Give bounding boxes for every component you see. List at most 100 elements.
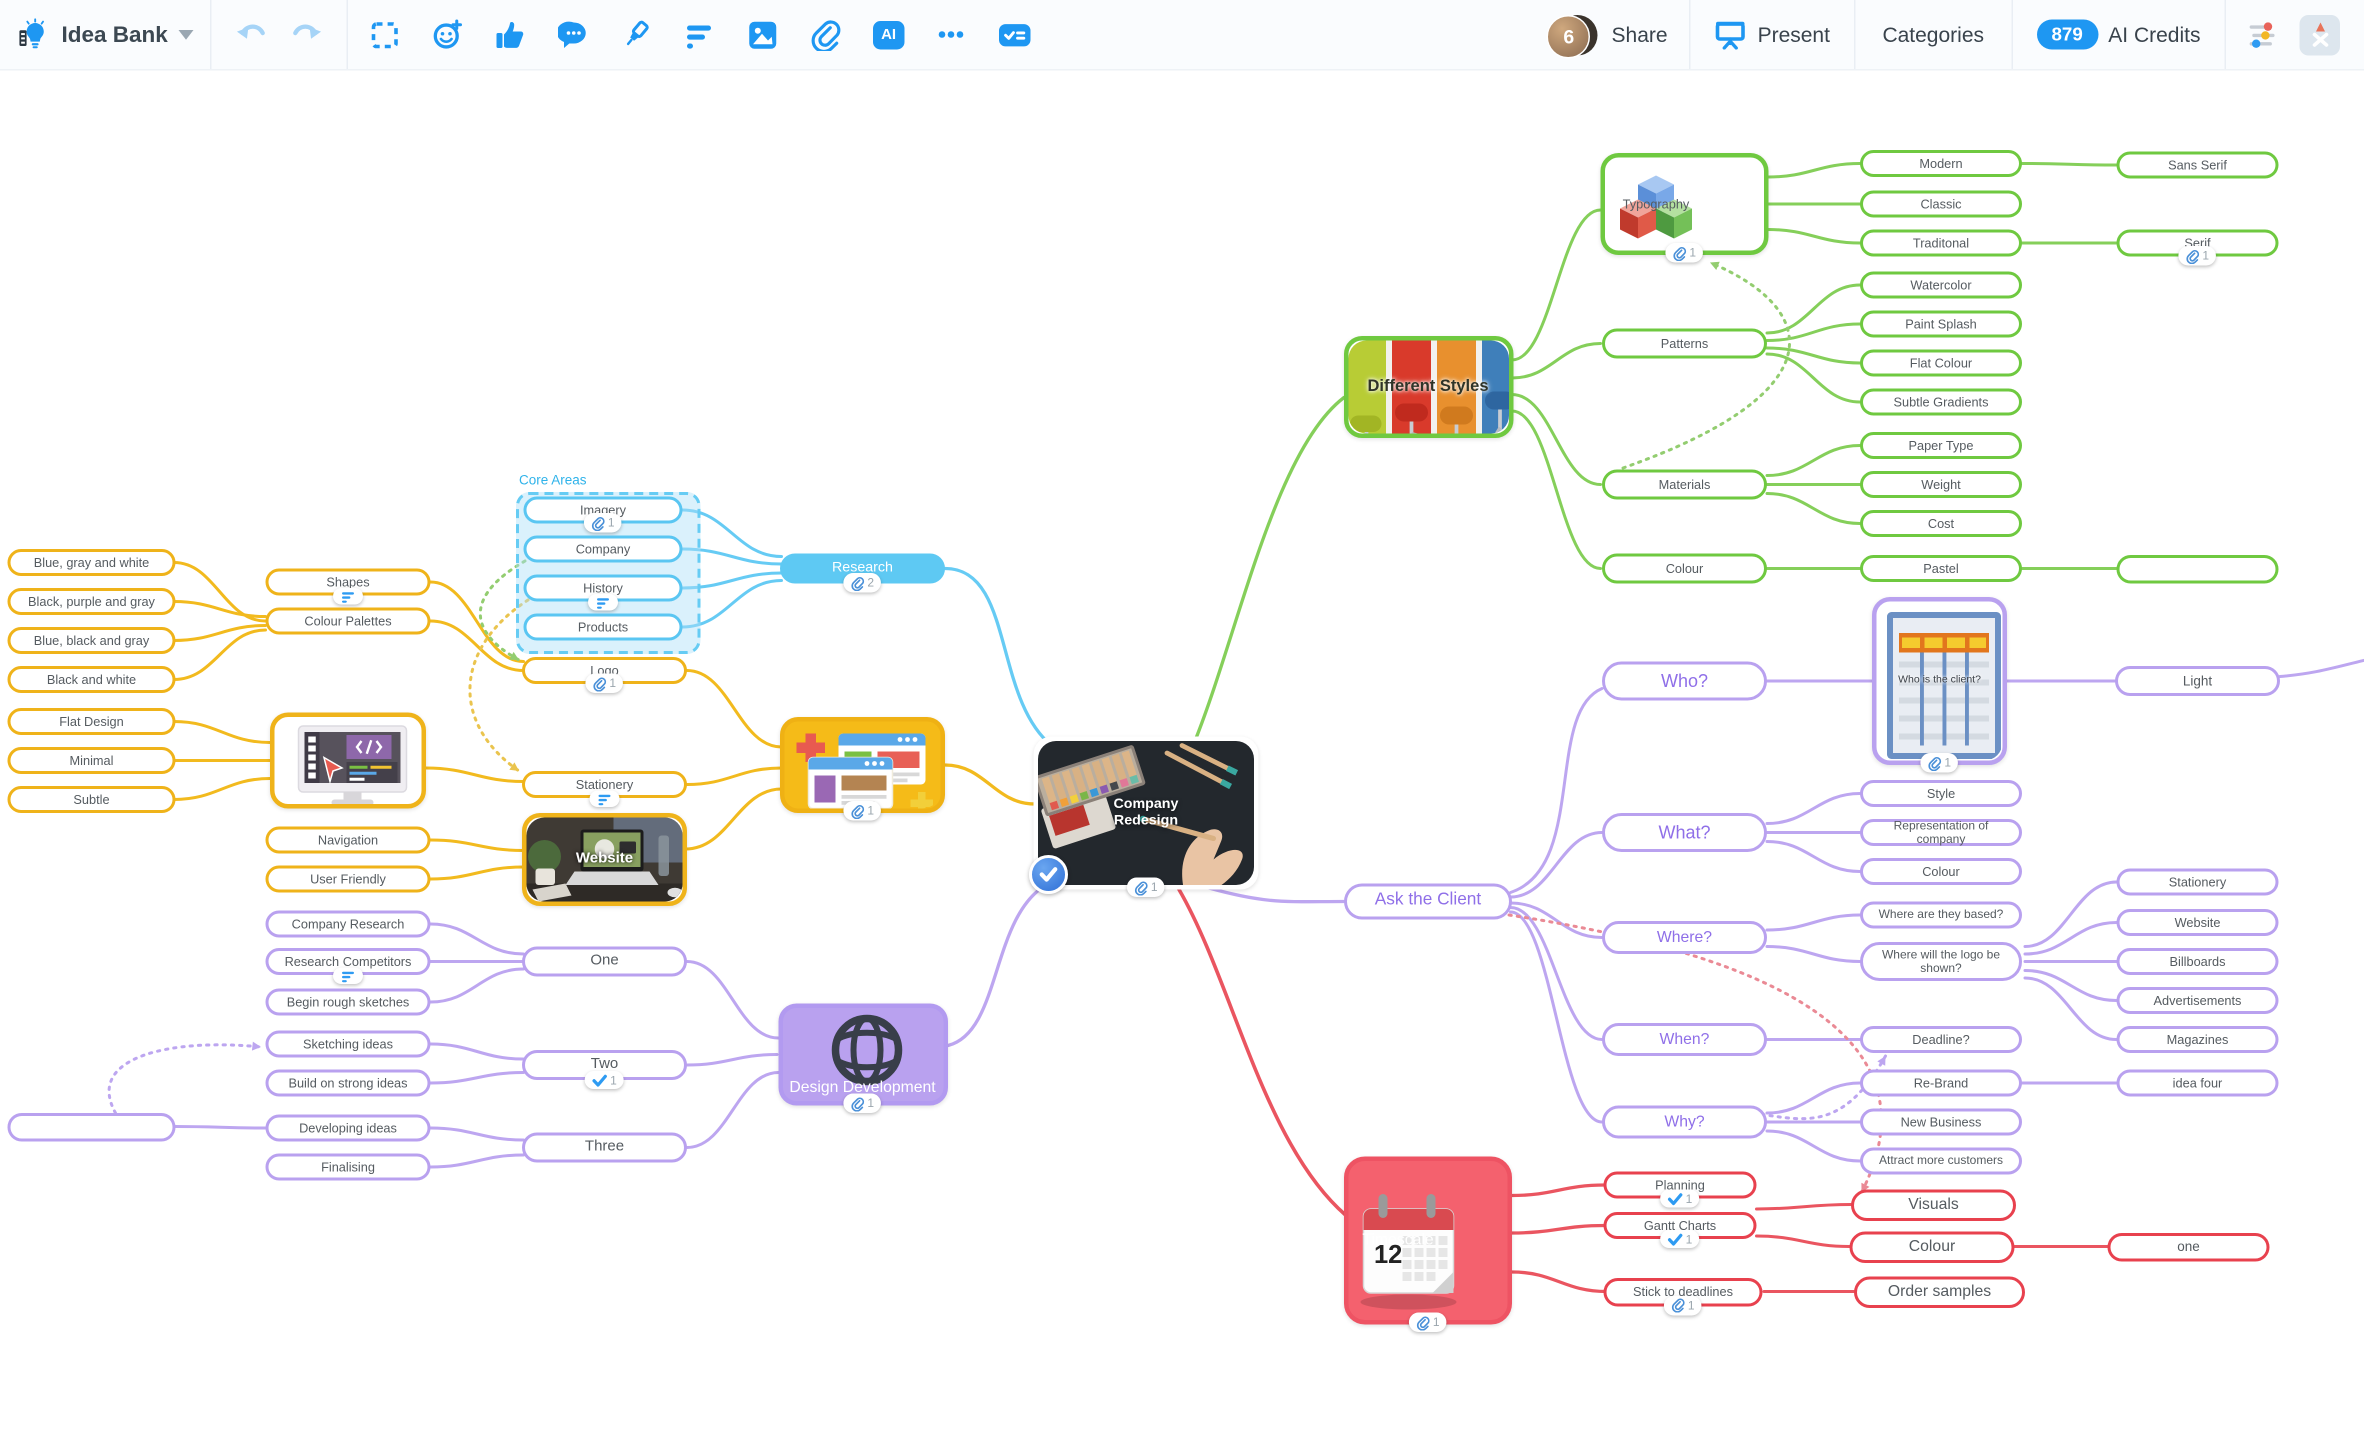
- node-company-research[interactable]: Company Research: [265, 910, 431, 938]
- node-paper-type[interactable]: Paper Type: [1860, 432, 2022, 459]
- node-badge-clip[interactable]: 1: [583, 513, 623, 533]
- node-website-image[interactable]: Website: [522, 813, 687, 906]
- node-badge-clip[interactable]: 1: [843, 801, 882, 821]
- node-watercolor[interactable]: Watercolor: [1860, 271, 2022, 299]
- node-when[interactable]: When?: [1602, 1023, 1767, 1056]
- node-traditonal[interactable]: Traditonal: [1860, 229, 2022, 257]
- node-subtle-gradients[interactable]: Subtle Gradients: [1860, 388, 2022, 416]
- node-badge-notes[interactable]: [589, 790, 620, 807]
- board-title[interactable]: Idea Bank: [61, 21, 168, 48]
- add-emoji-icon[interactable]: [432, 18, 464, 51]
- node-badge-clip[interactable]: 1: [1663, 1295, 1703, 1315]
- node-begin-rough-sketches[interactable]: Begin rough sketches: [265, 988, 431, 1016]
- node-order-samples[interactable]: Order samples: [1854, 1275, 2025, 1308]
- node-badge-clip[interactable]: 2: [843, 573, 882, 593]
- node-badge-check[interactable]: 1: [1660, 1189, 1700, 1208]
- node-pastel[interactable]: Pastel: [1860, 555, 2022, 582]
- comments-icon[interactable]: [557, 19, 590, 51]
- undo-button[interactable]: [235, 19, 267, 51]
- tasks-icon[interactable]: [998, 19, 1031, 51]
- node-advertisements[interactable]: Advertisements: [2116, 987, 2279, 1014]
- node-new-business[interactable]: New Business: [1860, 1108, 2022, 1136]
- node-one[interactable]: One: [522, 946, 687, 977]
- board-menu[interactable]: Idea Bank: [0, 0, 210, 69]
- ai-icon[interactable]: AI: [872, 20, 905, 49]
- node-colour-green[interactable]: Colour: [1602, 553, 1767, 584]
- node-developing-ideas[interactable]: Developing ideas: [265, 1114, 431, 1142]
- node-palette-blue-black-gray[interactable]: Blue, black and gray: [7, 627, 176, 654]
- node-who[interactable]: Who?: [1602, 661, 1767, 701]
- node-branding-image[interactable]: 1: [780, 717, 945, 821]
- node-visuals[interactable]: Visuals: [1851, 1188, 2016, 1221]
- node-attract-more-customers[interactable]: Attract more customers: [1860, 1147, 2022, 1175]
- node-build-on-strong-ideas[interactable]: Build on strong ideas: [265, 1069, 431, 1097]
- node-user-friendly[interactable]: User Friendly: [265, 865, 431, 893]
- node-badge-clip[interactable]: 1: [585, 673, 624, 693]
- present-button[interactable]: Present: [1690, 0, 1854, 69]
- format-painter-icon[interactable]: [621, 19, 653, 51]
- node-patterns[interactable]: Patterns: [1602, 328, 1767, 359]
- node-badge-check[interactable]: 1: [584, 1071, 625, 1089]
- completed-check-icon[interactable]: [1029, 855, 1068, 894]
- node-colour-palettes[interactable]: Colour Palettes: [265, 607, 431, 635]
- node-colour-what[interactable]: Colour: [1860, 858, 2022, 885]
- node-magazines[interactable]: Magazines: [2116, 1026, 2279, 1053]
- thumbs-up-icon[interactable]: [495, 19, 527, 51]
- node-history[interactable]: History: [523, 574, 683, 611]
- node-empty-purple[interactable]: [7, 1112, 176, 1141]
- redo-button[interactable]: [291, 19, 323, 51]
- node-sketching-ideas[interactable]: Sketching ideas: [265, 1030, 431, 1058]
- collaborators-avatars[interactable]: 6: [1547, 14, 1599, 58]
- node-billboards[interactable]: Billboards: [2116, 948, 2279, 975]
- image-icon[interactable]: [747, 19, 779, 51]
- node-where-based[interactable]: Where are they based?: [1860, 901, 2022, 929]
- node-light[interactable]: Light: [2115, 666, 2280, 696]
- node-badge-clip[interactable]: 1: [2178, 246, 2217, 266]
- node-shapes[interactable]: Shapes: [265, 568, 431, 605]
- node-badge-notes[interactable]: [333, 967, 363, 984]
- node-idea-four[interactable]: idea four: [2116, 1069, 2279, 1097]
- node-flat-design[interactable]: Flat Design: [7, 708, 176, 735]
- node-materials[interactable]: Materials: [1602, 469, 1767, 500]
- node-stationery-where[interactable]: Stationery: [2116, 868, 2279, 896]
- toolbox-icon[interactable]: [2299, 14, 2340, 55]
- node-palette-black-purple-gray[interactable]: Black, purple and gray: [7, 588, 176, 615]
- node-stationery[interactable]: Stationery: [522, 771, 687, 807]
- node-colour-red[interactable]: Colour: [1849, 1230, 2015, 1263]
- node-cost[interactable]: Cost: [1860, 510, 2022, 537]
- chevron-down-icon[interactable]: [177, 19, 195, 51]
- node-badge-check[interactable]: 1: [1660, 1230, 1700, 1248]
- node-research-competitors[interactable]: Research Competitors: [265, 948, 431, 984]
- node-weight[interactable]: Weight: [1860, 471, 2022, 498]
- node-representation-of-company[interactable]: Representation of company: [1860, 818, 2022, 846]
- node-style[interactable]: Style: [1860, 780, 2022, 807]
- node-finalising[interactable]: Finalising: [265, 1153, 431, 1181]
- node-ask-the-client[interactable]: Ask the Client: [1344, 883, 1512, 920]
- node-one-red[interactable]: one: [2107, 1232, 2270, 1261]
- node-palette-black-white[interactable]: Black and white: [7, 666, 176, 693]
- node-badge-clip[interactable]: 1: [1126, 877, 1166, 897]
- node-badge-notes[interactable]: [588, 594, 618, 611]
- node-paint-splash[interactable]: Paint Splash: [1860, 310, 2022, 338]
- node-where[interactable]: Where?: [1602, 921, 1767, 954]
- node-navigation[interactable]: Navigation: [265, 826, 431, 854]
- node-what[interactable]: What?: [1602, 813, 1767, 852]
- node-badge-clip[interactable]: 1: [1920, 753, 1959, 773]
- node-palette-blue-gray-white[interactable]: Blue, gray and white: [7, 549, 176, 576]
- node-flat-colour[interactable]: Flat Colour: [1860, 349, 2022, 377]
- node-three[interactable]: Three: [522, 1132, 687, 1163]
- node-classic[interactable]: Classic: [1860, 190, 2022, 218]
- node-empty-green[interactable]: [2116, 554, 2279, 583]
- node-deadline[interactable]: Deadline?: [1860, 1026, 2022, 1053]
- node-company[interactable]: Company: [523, 535, 683, 563]
- node-badge-clip[interactable]: 1: [1408, 1312, 1448, 1332]
